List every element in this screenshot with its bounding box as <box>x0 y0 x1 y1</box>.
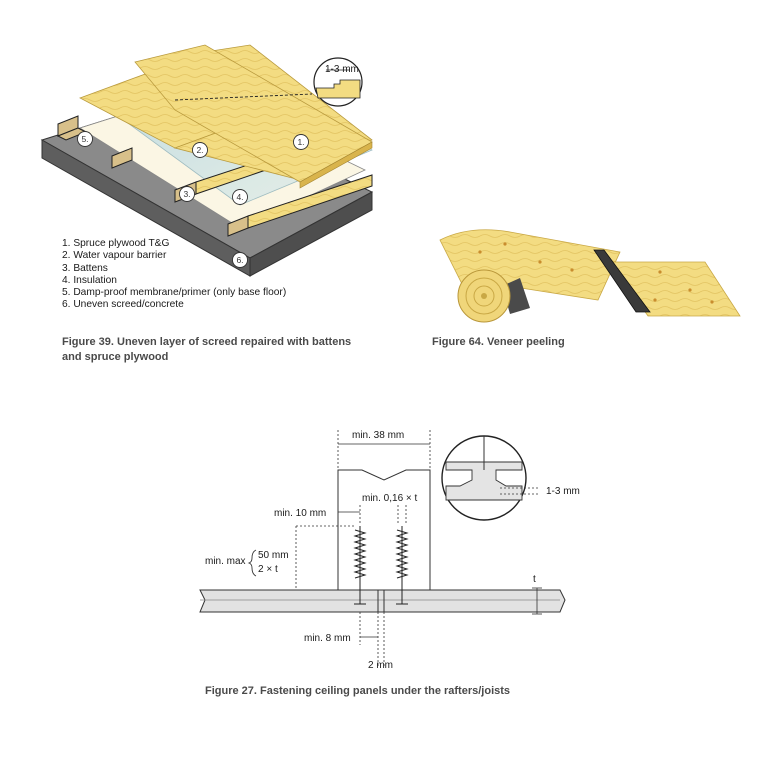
edge8-label: min. 8 mm <box>304 633 351 644</box>
callout-3: 3. <box>179 186 195 202</box>
gap2-label: 2 mm <box>368 660 393 671</box>
figure-27-fastening-diagram: min. 38 mm min. 10 mm min. 0,16 × t min.… <box>199 430 580 671</box>
veneer-peeled-edge <box>502 278 530 314</box>
figure-27-caption: Figure 27. Fastening ceiling panels unde… <box>205 685 511 697</box>
rafter-joist <box>337 469 431 591</box>
plywood-edge <box>299 141 373 189</box>
log-roll <box>457 269 511 323</box>
svg-text:6.: 6. <box>236 255 243 265</box>
legend-item: 1. Spruce plywood T&G <box>62 238 170 249</box>
depth-brace <box>247 549 257 577</box>
legend-item: 6. Uneven screed/concrete <box>62 299 184 311</box>
legend-item: 4. Insulation <box>62 274 117 286</box>
svg-text:5.: 5. <box>81 134 88 144</box>
thickness-label: t <box>533 574 536 585</box>
tg-joint-detail: 1-3 mm <box>313 57 363 107</box>
depth-line1-label: 50 mm <box>258 550 289 561</box>
dim-width-38 <box>337 430 431 470</box>
svg-text:4.: 4. <box>236 192 243 202</box>
dim-edge-10 <box>337 505 361 525</box>
peeling-knife <box>593 249 651 313</box>
screw-right <box>395 526 409 605</box>
caption-line: and spruce plywood <box>62 351 169 363</box>
callout-2: 2. <box>192 142 208 158</box>
callout-4: 4. <box>232 189 248 205</box>
callout-5: 5. <box>77 131 93 147</box>
width-38-label: min. 38 mm <box>352 430 404 441</box>
callout-6: 6. <box>232 252 248 268</box>
figure-39-legend: 1. Spruce plywood T&G 2. Water vapour ba… <box>62 238 286 312</box>
detail-gap-27-label: 1-3 mm <box>546 486 580 497</box>
figure-39-floor-diagram: 1-3 mm 1. 2. 3. 4. 5. 6. <box>40 44 374 277</box>
depth-prefix-label: min. max <box>205 556 246 567</box>
spacing-label: min. 0,16 × t <box>362 493 418 504</box>
joint-detail-circle <box>441 435 540 521</box>
callout-1: 1. <box>293 134 309 150</box>
veneer-knots <box>478 242 714 304</box>
edge-10-label: min. 10 mm <box>274 508 326 519</box>
screw-left <box>353 526 367 605</box>
svg-text:3.: 3. <box>183 189 190 199</box>
legend-item: 3. Battens <box>62 262 108 274</box>
legend-item: 2. Water vapour barrier <box>62 250 167 262</box>
svg-text:2.: 2. <box>196 145 203 155</box>
ceiling-panel <box>199 589 566 613</box>
depth-line2-label: 2 × t <box>258 564 278 575</box>
caption-line: Figure 39. Uneven layer of screed repair… <box>62 336 352 348</box>
detail-leader <box>174 93 313 101</box>
detail-gap-label: 1-3 mm <box>325 64 359 75</box>
figure-64-veneer-diagram <box>439 229 741 323</box>
figure-64-caption: Figure 64. Veneer peeling <box>432 336 565 348</box>
concrete-slab-side <box>249 191 373 277</box>
figure-39-caption: Figure 39. Uneven layer of screed repair… <box>62 335 382 365</box>
svg-text:1.: 1. <box>297 137 304 147</box>
legend-item: 5. Damp-proof membrane/primer (only base… <box>62 287 287 299</box>
